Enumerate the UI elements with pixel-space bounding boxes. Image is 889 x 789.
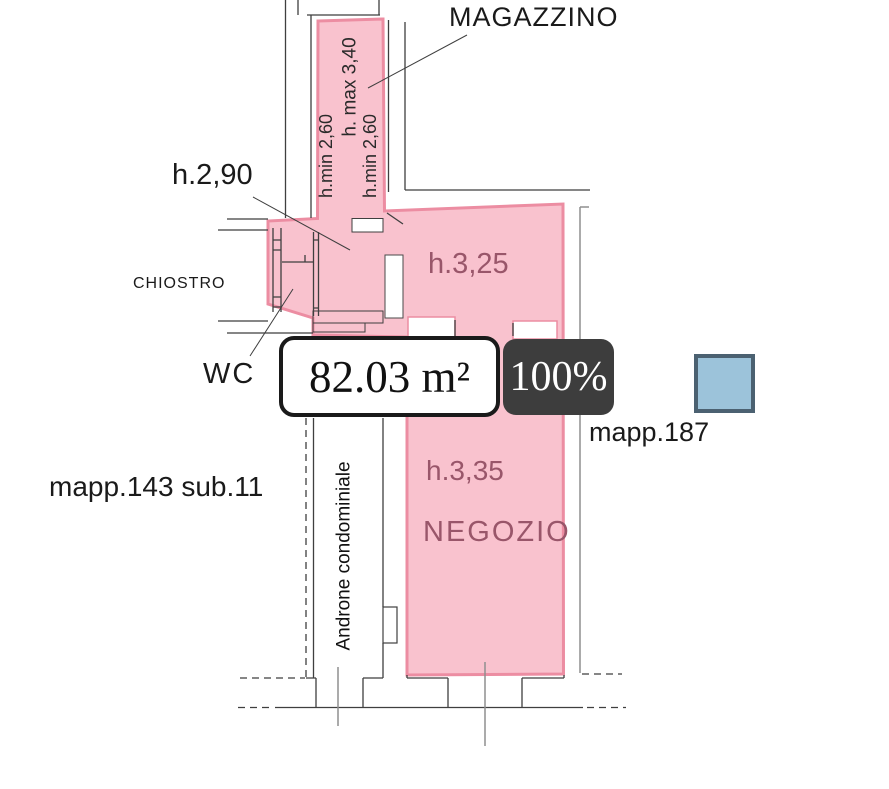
- label-androne-condominiale: Androne condominiale: [333, 461, 355, 651]
- interior-wall-slot: [384, 254, 404, 319]
- area-badge: 82.03 m²: [279, 336, 500, 417]
- wall-lines: [218, 0, 590, 709]
- wall-opening-right: [512, 320, 558, 340]
- label-height-325: h.3,25: [428, 248, 509, 280]
- label-height-min-left: h.min 2,60: [316, 113, 336, 199]
- label-wc: WC: [203, 358, 256, 390]
- label-height-335: h.3,35: [426, 455, 504, 486]
- entry-step-2: [312, 322, 366, 333]
- gray-lines: [337, 206, 589, 746]
- label-height-290: h.2,90: [172, 159, 253, 191]
- wall-niche: [382, 606, 398, 644]
- label-mapp-143-sub-11: mapp.143 sub.11: [49, 471, 264, 502]
- leader-lines: [249, 34, 468, 357]
- label-magazzino: MAGAZZINO: [449, 2, 619, 32]
- label-height-min-right: h.min 2,60: [360, 113, 380, 199]
- legend-square-mapp-187: [694, 354, 755, 413]
- label-negozio: NEGOZIO: [423, 516, 571, 548]
- label-height-max: h. max 3,40: [339, 37, 361, 137]
- share-badge: 100%: [503, 339, 614, 415]
- corridor-threshold: [351, 218, 384, 233]
- area-badge-value: 82.03 m²: [309, 351, 470, 402]
- label-chiostro: CHIOSTRO: [133, 275, 226, 292]
- label-mapp-187: mapp.187: [589, 417, 710, 447]
- dashed-lines: [238, 418, 626, 709]
- share-badge-value: 100%: [509, 354, 608, 400]
